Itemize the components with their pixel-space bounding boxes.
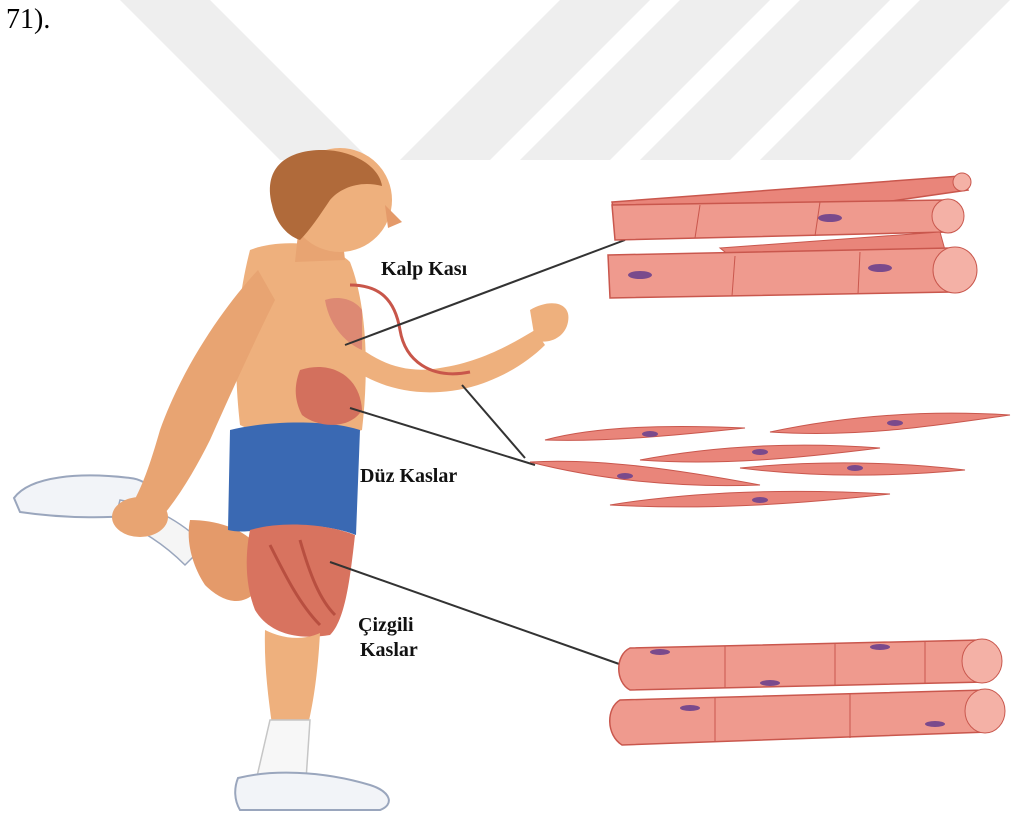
smooth-muscle-fibers: [530, 413, 1010, 507]
label-skeletal-muscle-line2: Kaslar: [360, 638, 418, 663]
watermark: [120, 0, 1010, 160]
nucleus: [818, 214, 842, 222]
athlete-figure: [14, 148, 568, 810]
nucleus: [628, 271, 652, 279]
skeletal-muscle-fibers: [610, 639, 1005, 745]
leader-line-smooth-2: [462, 385, 525, 458]
leader-line-cardiac: [345, 240, 625, 345]
label-smooth-muscle: Düz Kaslar: [360, 464, 457, 489]
cardiac-muscle-fibers: [608, 173, 977, 298]
label-skeletal-muscle-line1: Çizgili: [358, 613, 414, 638]
label-cardiac-muscle: Kalp Kası: [381, 257, 467, 282]
leader-lines: [330, 240, 625, 665]
nucleus: [868, 264, 892, 272]
